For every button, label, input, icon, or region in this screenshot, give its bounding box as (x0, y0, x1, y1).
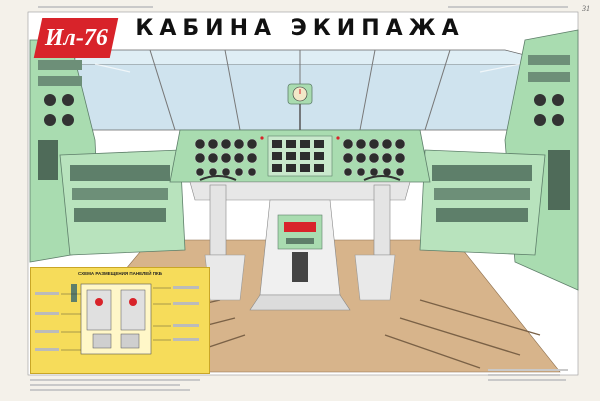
standby-compass-icon (287, 83, 313, 130)
left-side-panel (29, 39, 186, 263)
main-instrument-panel (169, 129, 431, 183)
panel-layout-inset: СХЕМА РАЗМЕЩЕНИЯ ПАНЕЛЕЙ ПКБ (30, 267, 210, 374)
control-yoke-icon (199, 175, 401, 181)
right-side-panel (419, 29, 579, 291)
inset-diagram (35, 283, 199, 355)
inset-title: СХЕМА РАЗМЕЩЕНИЯ ПАНЕЛЕЙ ПКБ (78, 271, 162, 276)
sheet-number: 31 (582, 4, 590, 13)
poster-title: КАБИНА ЭКИПАЖА (135, 16, 465, 41)
